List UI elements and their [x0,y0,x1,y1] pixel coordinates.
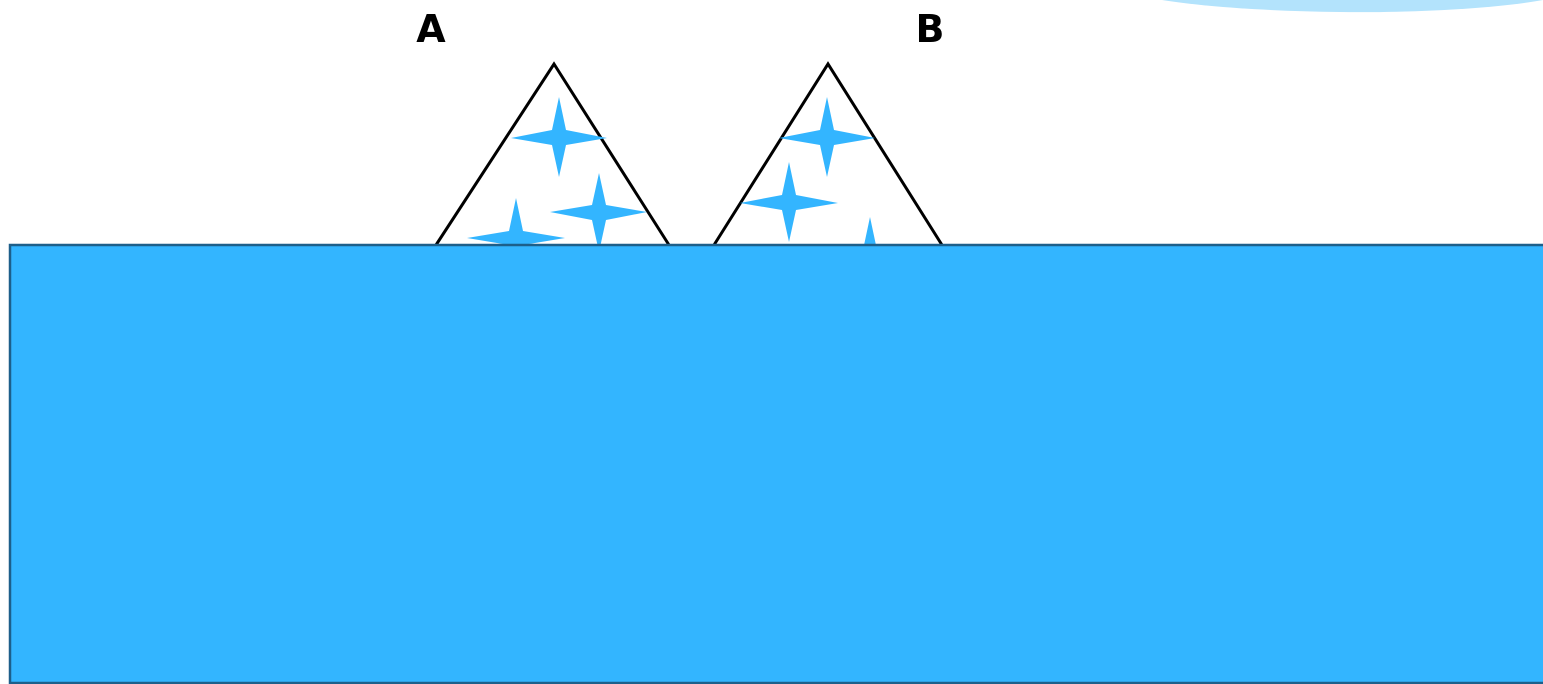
label-a: A [416,7,446,51]
water-body [8,243,1543,684]
iceberg-a-outline [434,61,671,246]
ice-crystal-icon [550,173,647,252]
cloud-shape [1162,0,1543,13]
ice-crystal-icon [779,97,875,177]
iceberg-a [434,61,671,277]
ice-crystal-icon [740,162,838,242]
label-b: B [916,7,945,51]
ice-crystal-icon [467,198,565,277]
ice-crystal-icon [511,97,607,177]
iceberg-b-outline [712,61,944,246]
